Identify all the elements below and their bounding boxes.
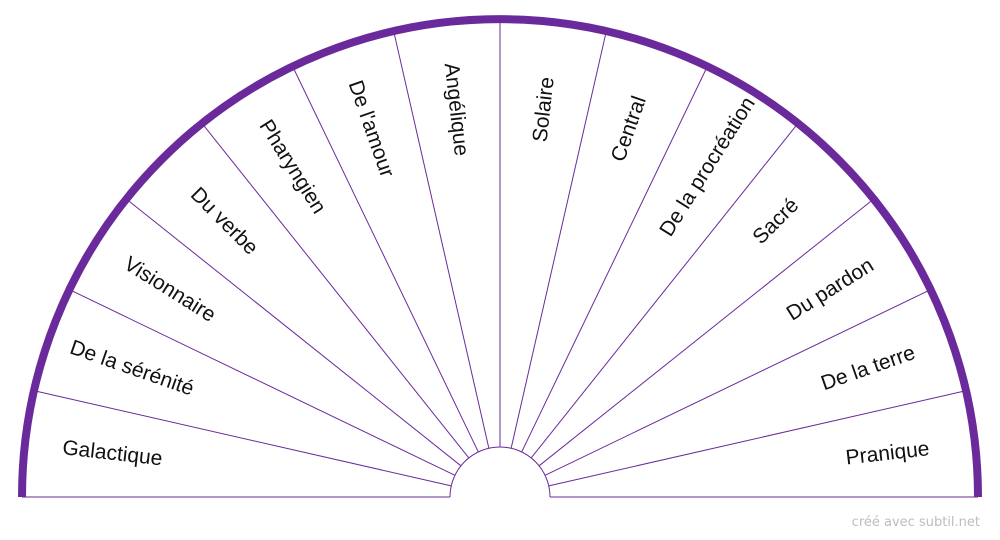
sector-divider — [548, 390, 965, 487]
sector-label: Du pardon — [783, 254, 878, 326]
sector-divider — [530, 124, 798, 459]
sector-dividers — [35, 21, 965, 487]
sector-label: Visionnaire — [120, 252, 220, 327]
sector-divider — [70, 290, 456, 476]
sector-label: Du verbe — [186, 183, 263, 260]
sector-divider — [202, 124, 470, 459]
sector-label: Galactique — [61, 436, 163, 470]
sector-label: Pharyngien — [255, 116, 331, 218]
sector-label: Sacré — [748, 194, 803, 249]
sector-label: Solaire — [529, 76, 559, 144]
sector-label: De l'amour — [344, 77, 399, 180]
sector-divider — [127, 199, 462, 467]
sector-divider — [538, 199, 873, 467]
sector-label: Pranique — [844, 437, 930, 469]
sector-label: De la sérénité — [67, 336, 197, 401]
sector-divider — [544, 290, 930, 476]
sector-divider — [393, 32, 490, 449]
sector-label: De la terre — [818, 341, 918, 395]
sector-divider — [35, 390, 452, 487]
sector-divider — [521, 67, 707, 453]
sector-label: De la procréation — [655, 93, 760, 241]
outer-rim — [18, 15, 982, 498]
sector-label: Angélique — [440, 62, 473, 157]
sector-divider — [510, 32, 607, 449]
sector-label: Central — [607, 93, 651, 165]
inner-hub-arc — [449, 446, 551, 498]
credit-text: créé avec subtil.net — [851, 515, 980, 530]
sector-divider — [293, 67, 479, 453]
